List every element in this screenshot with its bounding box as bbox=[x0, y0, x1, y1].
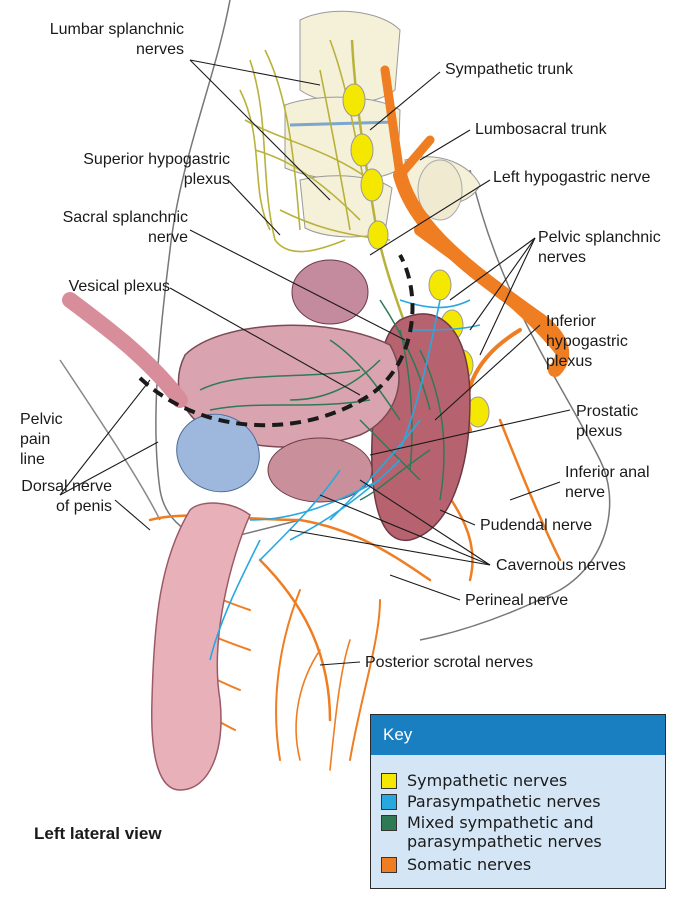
sympathetic-ganglion bbox=[361, 169, 383, 201]
label-cavernous-nerves: Cavernous nerves bbox=[496, 556, 626, 576]
label-line: Inferior anal bbox=[565, 463, 650, 483]
key-item-label: Sympathetic nerves bbox=[407, 771, 567, 790]
penis bbox=[152, 503, 250, 790]
label-line: nerve bbox=[20, 228, 188, 248]
label-perineal-nerve: Perineal nerve bbox=[465, 591, 568, 611]
somatic-swatch bbox=[381, 857, 397, 873]
label-lumbar-splanchnic: Lumbar splanchnic nerves bbox=[20, 20, 184, 60]
parasympathetic-swatch bbox=[381, 794, 397, 810]
label-line: Prostatic bbox=[576, 402, 638, 422]
label-pelvic-pain-line: Pelvic pain line bbox=[20, 410, 63, 470]
label-superior-hypogastric: Superior hypogastric plexus bbox=[20, 150, 230, 190]
label-dorsal-nerve: Dorsal nerve of penis bbox=[10, 477, 112, 517]
label-line: Pelvic bbox=[20, 410, 63, 430]
label-line: Pelvic splanchnic bbox=[538, 228, 661, 248]
label-posterior-scrotal: Posterior scrotal nerves bbox=[365, 653, 533, 673]
key-item-label: Mixed sympathetic and parasympathetic ne… bbox=[407, 813, 602, 851]
label-line: plexus bbox=[546, 352, 628, 372]
label-vesical-plexus: Vesical plexus bbox=[20, 277, 170, 297]
label-pudendal-nerve: Pudendal nerve bbox=[480, 516, 592, 536]
key-item-label: Parasympathetic nerves bbox=[407, 792, 601, 811]
label-inferior-anal: Inferior anal nerve bbox=[565, 463, 650, 503]
label-line: Sacral splanchnic bbox=[20, 208, 188, 228]
key-legend: Key Sympathetic nerves Parasympathetic n… bbox=[370, 714, 666, 889]
label-line: plexus bbox=[20, 170, 230, 190]
sympathetic-swatch bbox=[381, 773, 397, 789]
lumbar-vertebrae bbox=[285, 11, 480, 237]
label-inferior-hypogastric: Inferior hypogastric plexus bbox=[546, 312, 628, 372]
label-line: Inferior bbox=[546, 312, 628, 332]
sympathetic-ganglion bbox=[429, 270, 451, 300]
label-line: plexus bbox=[576, 422, 638, 442]
key-title: Key bbox=[371, 715, 665, 755]
label-left-hypogastric: Left hypogastric nerve bbox=[493, 168, 650, 188]
label-line: pain bbox=[20, 430, 63, 450]
view-label: Left lateral view bbox=[34, 824, 162, 844]
key-item-sympathetic: Sympathetic nerves bbox=[381, 771, 567, 790]
label-line: Dorsal nerve bbox=[10, 477, 112, 497]
label-line: line bbox=[20, 450, 63, 470]
key-item-parasympathetic: Parasympathetic nerves bbox=[381, 792, 601, 811]
label-line: Lumbar splanchnic bbox=[20, 20, 184, 40]
label-lumbosacral-trunk: Lumbosacral trunk bbox=[475, 120, 607, 140]
sympathetic-ganglion bbox=[343, 84, 365, 116]
sigmoid-colon bbox=[292, 260, 368, 324]
key-item-label: Somatic nerves bbox=[407, 855, 531, 874]
key-item-label-line: parasympathetic nerves bbox=[407, 832, 602, 851]
key-item-mixed: Mixed sympathetic and parasympathetic ne… bbox=[381, 813, 602, 851]
label-line: nerves bbox=[538, 248, 661, 268]
abdominal-muscle bbox=[70, 300, 180, 400]
sympathetic-ganglion bbox=[368, 221, 388, 249]
label-line: nerves bbox=[20, 40, 184, 60]
key-item-label-line: Mixed sympathetic and bbox=[407, 813, 594, 832]
label-prostatic-plexus: Prostatic plexus bbox=[576, 402, 638, 442]
label-line: nerve bbox=[565, 483, 650, 503]
label-pelvic-splanchnic: Pelvic splanchnic nerves bbox=[538, 228, 661, 268]
label-line: hypogastric bbox=[546, 332, 628, 352]
label-sacral-splanchnic: Sacral splanchnic nerve bbox=[20, 208, 188, 248]
label-sympathetic-trunk: Sympathetic trunk bbox=[445, 60, 573, 80]
mixed-swatch bbox=[381, 815, 397, 831]
key-item-somatic: Somatic nerves bbox=[381, 855, 531, 874]
label-line: Superior hypogastric bbox=[20, 150, 230, 170]
label-line: of penis bbox=[10, 497, 112, 517]
sympathetic-ganglion bbox=[351, 134, 373, 166]
